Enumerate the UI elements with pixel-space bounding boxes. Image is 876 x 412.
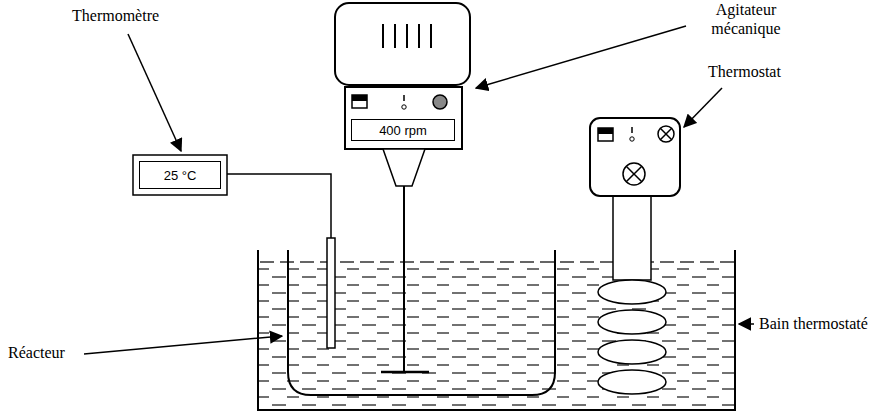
indicator-led [402, 105, 406, 109]
thermostat-label: Thermostat [706, 62, 783, 81]
stirrer-blade [381, 371, 429, 374]
thermostat-switch [598, 128, 613, 141]
stirrer-label: Agitateur mécanique [688, 0, 804, 38]
temperature-display: 25 °C [139, 161, 221, 189]
stirrer-control [345, 87, 462, 149]
stirrer-motor [335, 3, 470, 85]
speed-knob [433, 95, 447, 109]
thermostat-head [590, 118, 680, 196]
display-text: 25 °C [164, 168, 197, 183]
thermostat-dials [623, 126, 674, 185]
speed-display: 400 rpm [351, 119, 455, 141]
reactor-label: Réacteur [6, 343, 67, 362]
power-switch [352, 95, 367, 108]
switch-lever [352, 95, 367, 101]
heating-coil [598, 280, 666, 394]
temperature-probe [327, 238, 335, 348]
display-text: 400 rpm [379, 123, 427, 138]
thermometer-label: Thermomètre [70, 6, 161, 25]
leader-arrows [84, 26, 754, 354]
thermostat-led [630, 137, 634, 141]
thermostat-mark [631, 127, 633, 133]
bath-label: Bain thermostaté [757, 314, 870, 333]
probe-wire [227, 174, 331, 238]
motor-vents [383, 24, 431, 48]
thermometer-housing [133, 155, 227, 195]
thermostat-column [613, 196, 651, 280]
thermostat-switch-lever [598, 128, 613, 134]
stirrer-shaft [403, 186, 405, 372]
stirrer-chuck [383, 149, 425, 186]
indicator-mark [403, 95, 405, 101]
